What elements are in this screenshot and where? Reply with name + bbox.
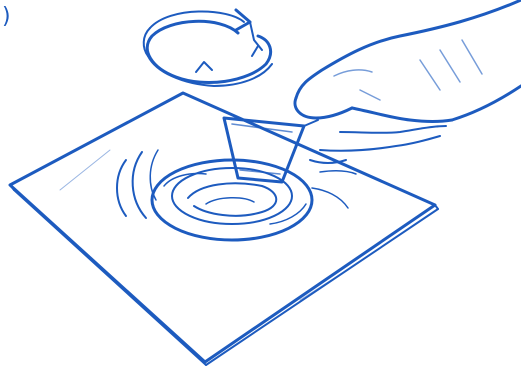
glass-slab-icon bbox=[10, 93, 438, 365]
mixing-paste-icon bbox=[117, 150, 356, 240]
spatula-icon bbox=[224, 118, 318, 182]
rotation-arrow-icon bbox=[144, 10, 272, 86]
hand-icon bbox=[295, 0, 521, 163]
